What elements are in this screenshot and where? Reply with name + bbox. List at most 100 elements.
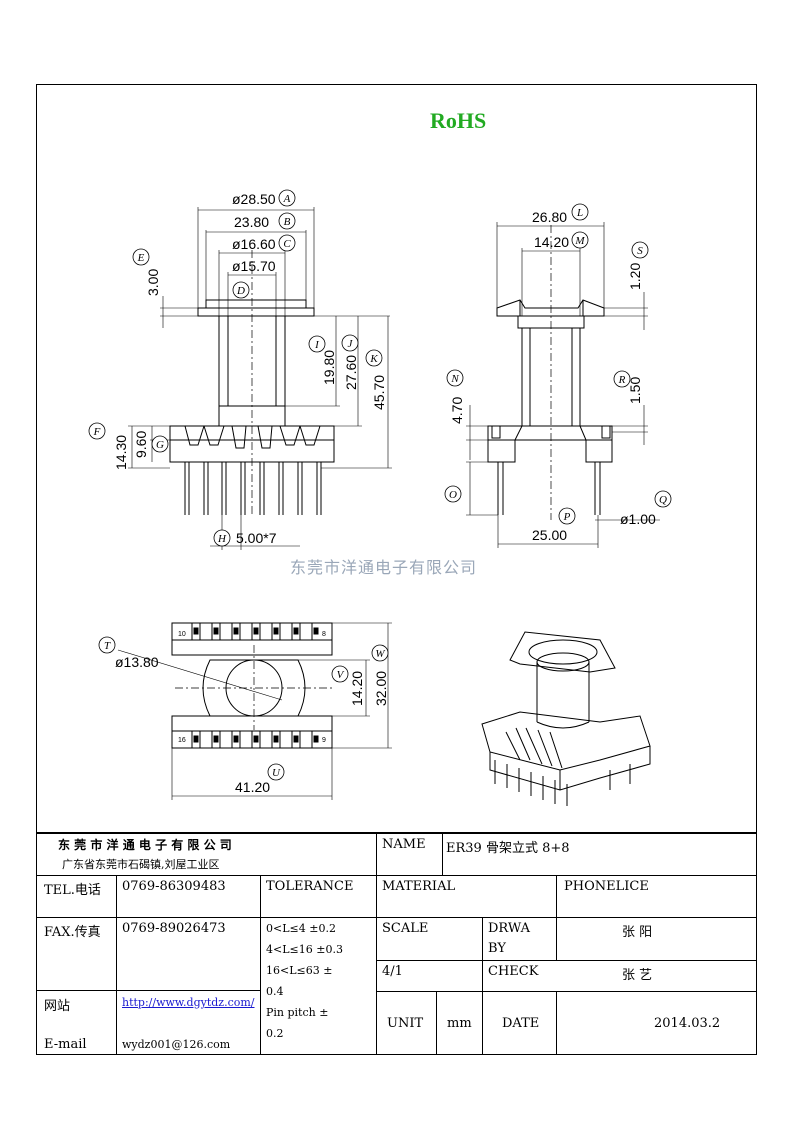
rohs-mark: RoHS: [430, 108, 487, 133]
callout-N: [446, 369, 464, 387]
callout-V: [331, 665, 349, 683]
drawn-value: 张 阳: [622, 925, 653, 940]
callout-L: [571, 203, 589, 221]
dim-R: 1.50: [627, 377, 643, 404]
email-label: E-mail: [44, 1037, 87, 1052]
dim-T: ø13.80: [115, 654, 159, 670]
callout-K: [365, 349, 383, 367]
callout-M: [571, 231, 589, 249]
callout-Q: [654, 490, 672, 508]
pin-label: 16: [178, 737, 186, 744]
dim-A: ø28.50: [232, 191, 276, 207]
callout-letter: M: [574, 235, 585, 247]
isometric-view: [481, 631, 651, 806]
product-name: ER39 骨架立式 8+8: [446, 841, 570, 856]
callout-P: [558, 507, 576, 525]
web-label: 网站: [44, 999, 71, 1014]
pin-label: 10: [178, 631, 186, 638]
callout-letter: K: [369, 353, 378, 365]
tolerance-line: 16<L≤63 ±: [266, 964, 333, 977]
fax-value: 0769-89026473: [122, 921, 226, 936]
dim-K: 45.70: [371, 375, 387, 410]
check-value: 张 艺: [622, 968, 653, 983]
drawn-label: DRWA: [488, 921, 531, 936]
date-value: 2014.03.2: [654, 1016, 721, 1031]
callout-letter: G: [156, 439, 164, 451]
dimension-labels: ø28.50 23.80 ø16.60 ø15.70 3.00 14.30 9.…: [113, 191, 656, 795]
dim-V: 14.20: [349, 671, 365, 706]
callout-letter: S: [637, 245, 643, 257]
pin-label: 8: [322, 631, 326, 638]
callout-F: [88, 422, 106, 440]
pin-labels: 10 8 16 9: [178, 631, 326, 744]
callouts: [88, 189, 672, 781]
dim-J: 27.60: [343, 355, 359, 390]
callout-letter: A: [283, 193, 291, 205]
callout-letter: D: [236, 285, 245, 297]
dim-P: 25.00: [532, 527, 567, 543]
dim-C: ø16.60: [232, 236, 276, 252]
callout-letter: I: [314, 339, 320, 351]
callout-letter: W: [375, 648, 385, 660]
tolerance-line: 0.2: [266, 1027, 284, 1040]
date-label: DATE: [502, 1016, 540, 1031]
callout-U: [267, 763, 285, 781]
callout-letter: V: [337, 669, 345, 681]
callout-W: [371, 644, 389, 662]
dim-L: 26.80: [532, 209, 567, 225]
callout-C: [278, 234, 296, 252]
unit-value: mm: [447, 1016, 472, 1031]
scale-value: 4/1: [382, 964, 403, 979]
unit-label: UNIT: [387, 1016, 424, 1031]
callout-G: [151, 435, 169, 453]
callout-letter: U: [272, 767, 281, 779]
dim-G: 9.60: [133, 431, 149, 458]
dim-H: 5.00*7: [236, 530, 277, 546]
dim-I: 19.80: [321, 350, 337, 385]
drawn-label-by: BY: [488, 941, 506, 956]
tolerance-line: Pin pitch ±: [266, 1006, 329, 1019]
check-label: CHECK: [488, 964, 539, 979]
callout-letter: T: [104, 640, 111, 652]
dim-W: 32.00: [373, 671, 389, 706]
side-view: [466, 222, 660, 548]
tel-label: TEL.电话: [44, 883, 101, 898]
fax-label: FAX.传真: [44, 925, 101, 940]
pin-label: 9: [322, 737, 326, 744]
phonelice-label: PHONELICE: [564, 879, 649, 894]
dim-N: 4.70: [449, 397, 465, 424]
tolerance-line: 0<L≤4 ±0.2: [266, 922, 336, 935]
callout-letter: L: [576, 207, 583, 219]
callout-B: [278, 212, 296, 230]
callout-letter: H: [217, 533, 227, 545]
callout-letter: N: [450, 373, 459, 385]
callout-D: [232, 281, 250, 299]
scale-label: SCALE: [382, 921, 429, 936]
website-link[interactable]: http://www.dgytdz.com/: [122, 996, 255, 1009]
company-name: 东 莞 市 洋 通 电 子 有 限 公 司: [58, 838, 232, 852]
callout-letter: P: [563, 511, 571, 523]
dim-U: 41.20: [235, 779, 270, 795]
company-watermark: 东莞市洋通电子有限公司: [290, 558, 478, 577]
tolerance-label: TOLERANCE: [266, 879, 354, 894]
name-label: NAME: [382, 837, 426, 852]
callout-letter: B: [284, 216, 291, 228]
material-label: MATERIAL: [382, 879, 456, 894]
front-view: [128, 207, 392, 550]
callout-letter: Q: [659, 494, 667, 506]
callout-letter: E: [137, 252, 145, 264]
callout-O: [444, 485, 462, 503]
callout-T: [98, 636, 116, 654]
callout-E: [132, 248, 150, 266]
callout-S: [631, 241, 649, 259]
callout-letters: A B C D E F G H I J K L M S N R O P Q T …: [93, 193, 667, 779]
dim-B: 23.80: [234, 214, 269, 230]
tel-value: 0769-86309483: [122, 879, 226, 894]
dim-S: 1.20: [627, 263, 643, 290]
dim-F: 14.30: [113, 435, 129, 470]
callout-letter: R: [618, 374, 626, 386]
callout-R: [613, 370, 631, 388]
tolerance-line: 0.4: [266, 985, 284, 998]
dim-D: ø15.70: [232, 258, 276, 274]
